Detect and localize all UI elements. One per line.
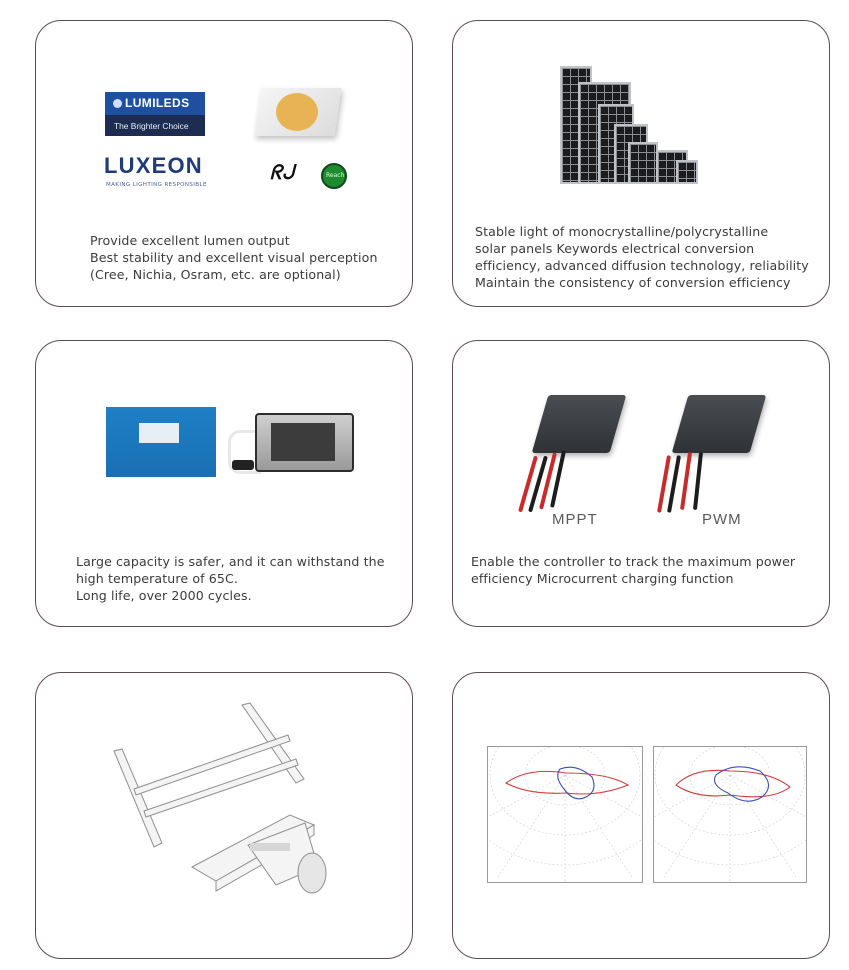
luxeon-subtitle: MAKING LIGHTING RESPONSIBLE	[106, 182, 207, 188]
card-battery	[35, 340, 413, 627]
plug-icon	[232, 460, 254, 470]
lumileds-brand: LUMILEDS	[125, 96, 190, 110]
text-line: (Cree, Nichia, Osram, etc. are optional)	[90, 267, 341, 282]
mppt-label: MPPT	[552, 511, 598, 528]
card-bracket	[35, 672, 413, 959]
text-line: Long life, over 2000 cycles.	[76, 588, 252, 603]
mounting-bracket-icon	[113, 702, 327, 894]
text-line: Enable the controller to track the maxim…	[471, 554, 796, 569]
card-battery-text: Large capacity is safer, and it can with…	[76, 553, 385, 604]
text-line: Provide excellent lumen output	[90, 233, 290, 248]
card-controller	[452, 340, 830, 627]
text-line: Large capacity is safer, and it can with…	[76, 554, 385, 569]
text-line: efficiency Microcurrent charging functio…	[471, 571, 734, 586]
cable-icon	[228, 430, 261, 474]
luxeon-logo-icon: LUXEON	[104, 153, 203, 178]
text-line: Maintain the consistency of conversion e…	[475, 275, 791, 290]
photometric-chart-right	[653, 746, 807, 883]
led-chip-icon	[254, 88, 342, 136]
card-controller-text: Enable the controller to track the maxim…	[471, 553, 795, 587]
reach-icon: Reach	[321, 163, 347, 189]
text-line: solar panels Keywords electrical convers…	[475, 241, 755, 256]
lumileds-tagline: The Brighter Choice	[114, 121, 189, 131]
photometric-chart-left	[487, 746, 643, 883]
photometric-chart-icon	[488, 747, 642, 882]
pwm-label: PWM	[702, 511, 742, 528]
photometric-chart-icon	[654, 747, 806, 882]
card-solar-text: Stable light of monocrystalline/polycrys…	[475, 223, 809, 291]
text-line: efficiency, advanced diffusion technolog…	[475, 258, 809, 273]
bms-board-icon	[255, 413, 354, 472]
battery-pack-icon	[106, 407, 216, 477]
card-led	[35, 20, 413, 307]
reach-label: Reach	[326, 172, 345, 179]
text-line: Best stability and excellent visual perc…	[90, 250, 378, 265]
text-line: high temperature of 65C.	[76, 571, 238, 586]
text-line: Stable light of monocrystalline/polycrys…	[475, 224, 769, 239]
lumileds-logo-icon: LUMILEDS The Brighter Choice	[105, 92, 205, 136]
card-led-text: Provide excellent lumen output Best stab…	[90, 232, 378, 283]
ul-mark-icon: ᖇᒍ	[270, 162, 294, 184]
